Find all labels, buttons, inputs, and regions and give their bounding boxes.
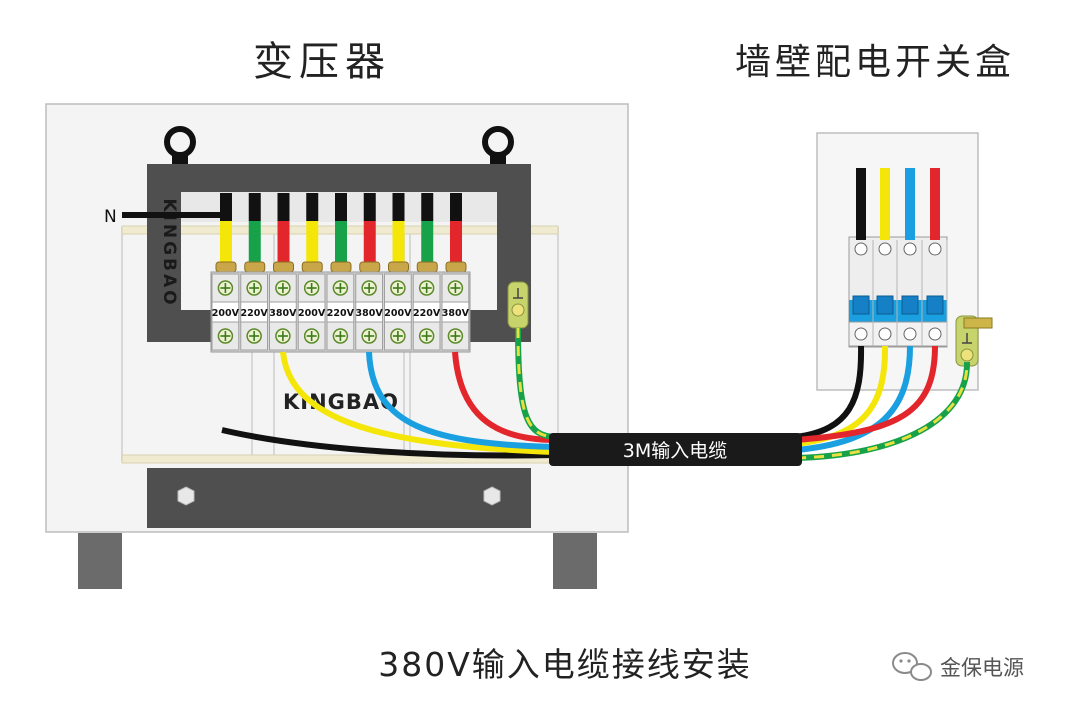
- switch-box-earth-terminal: [955, 315, 993, 367]
- lead-wire-black-5: [335, 193, 347, 221]
- breaker-screw-top-2: [878, 242, 892, 256]
- breaker-screw-bottom-2: [878, 327, 892, 341]
- breaker-4-pole: [848, 168, 948, 348]
- lead-wire-black-6: [363, 193, 376, 221]
- wire-black-left: [221, 427, 557, 459]
- terminal-label-2: 220V: [241, 308, 269, 319]
- switch-box-title: 墙壁配电开关盒: [735, 42, 1015, 83]
- terminal-label-8: 220V: [413, 308, 441, 319]
- lead-lug-8: [416, 261, 438, 273]
- wire-yellow-left: [280, 351, 557, 455]
- breaker-toggle-1: [852, 295, 870, 315]
- breaker-toggle-4: [926, 295, 944, 315]
- cable-label: 3M输入电缆: [623, 440, 727, 462]
- transformer-title: 变压器: [253, 39, 391, 85]
- wire-black-right: [795, 345, 865, 440]
- breaker-input-wire-4: [930, 168, 940, 240]
- lead-wire-black-7: [392, 193, 405, 221]
- lifting-ring-left: [164, 126, 196, 166]
- lead-lug-6: [359, 261, 381, 273]
- terminal-label-7: 200V: [384, 308, 412, 319]
- breaker-input-wire-3: [905, 168, 915, 240]
- lead-wire-2: [248, 221, 261, 263]
- lead-wire-black-1: [220, 193, 232, 221]
- neutral-label: N: [104, 207, 117, 227]
- lifting-ring-right: [482, 126, 514, 166]
- breaker-screw-top-1: [854, 242, 868, 256]
- lead-wire-1: [220, 221, 232, 263]
- watermark-text: 金保电源: [940, 656, 1024, 680]
- lead-wire-3: [277, 221, 290, 263]
- terminal-label-4: 200V: [298, 308, 326, 319]
- wechat-icon: [892, 652, 932, 681]
- transformer-lead-wires: [215, 193, 467, 273]
- lead-wire-black-9: [450, 193, 462, 221]
- watermark: 金保电源: [892, 652, 1024, 681]
- wire-red-left: [452, 351, 557, 443]
- lead-wire-black-3: [277, 193, 290, 221]
- lead-wire-8: [421, 221, 434, 263]
- input-cable: 3M输入电缆: [549, 433, 802, 466]
- terminal-label-1: 200V: [212, 308, 240, 319]
- terminal-label-6: 380V: [356, 308, 384, 319]
- lead-lug-5: [330, 261, 352, 273]
- lead-lug-1: [215, 261, 237, 273]
- terminal-bottom-2: [240, 321, 268, 351]
- lead-wire-5: [335, 221, 347, 263]
- brand-vertical: KINGBAO: [159, 198, 179, 307]
- breaker-screw-top-3: [903, 242, 917, 256]
- lead-lug-7: [388, 261, 409, 273]
- breaker-toggle-3: [901, 295, 919, 315]
- lead-wire-black-4: [306, 193, 319, 221]
- lead-wire-black-8: [421, 193, 434, 221]
- lead-lug-9: [445, 261, 467, 273]
- breaker-input-wire-2: [880, 168, 890, 240]
- breaker-screw-bottom-3: [903, 327, 917, 341]
- lead-wire-4: [306, 221, 319, 263]
- terminal-label-9: 380V: [442, 308, 470, 319]
- lead-lug-3: [273, 261, 294, 273]
- terminal-top-7: [384, 273, 412, 303]
- breaker-input-wire-1: [856, 168, 866, 240]
- wire-blue-right: [795, 345, 913, 453]
- wire-blue-left: [366, 351, 557, 450]
- terminal-label-3: 380V: [269, 308, 297, 319]
- breaker-screw-bottom-4: [928, 327, 942, 341]
- lead-lug-2: [244, 261, 266, 273]
- bottom-caption: 380V输入电缆接线安装: [378, 645, 752, 684]
- breaker-screw-bottom-1: [854, 327, 868, 341]
- transformer-earth-terminal: [507, 281, 529, 329]
- terminal-bottom-4: [297, 321, 326, 351]
- breaker-toggle-2: [876, 295, 894, 315]
- lead-wire-6: [363, 221, 376, 263]
- lead-wire-black-2: [248, 193, 261, 221]
- terminal-label-5: 220V: [327, 308, 355, 319]
- wire-red-right: [795, 345, 938, 443]
- lead-wire-7: [392, 221, 405, 263]
- breaker-screw-top-4: [928, 242, 942, 256]
- cable-wires: [221, 327, 971, 461]
- lead-lug-4: [301, 261, 323, 273]
- lead-wire-9: [450, 221, 462, 263]
